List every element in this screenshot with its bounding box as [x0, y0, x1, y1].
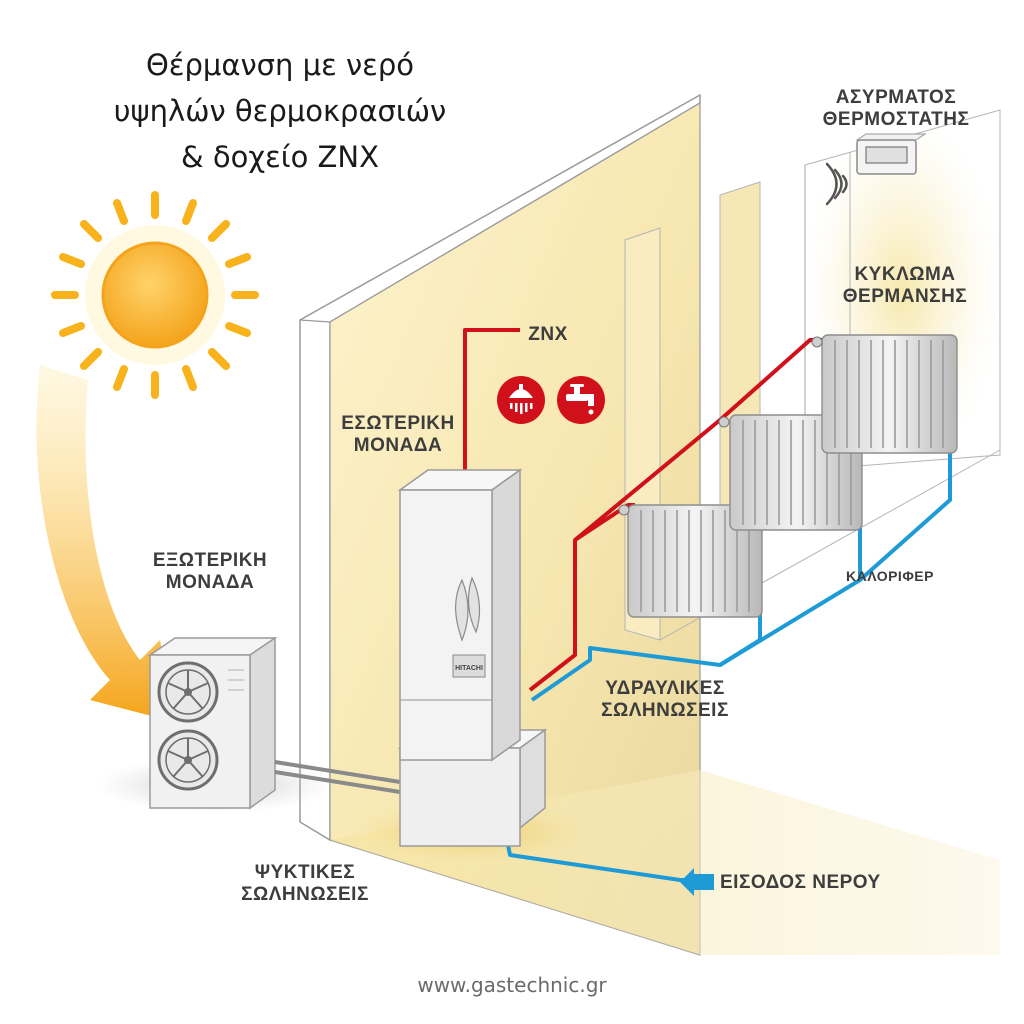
label-heating-circuit: ΚΥΚΛΩΜΑ ΘΕΡΜΑΝΣΗΣ — [842, 264, 968, 307]
wireless-signal-icon — [825, 162, 848, 206]
radiator-back — [811, 334, 958, 454]
shower-icon — [497, 376, 545, 424]
solar-energy-arrow — [36, 365, 175, 722]
website-url: www.gastechnic.gr — [417, 973, 607, 997]
label-refrigerant-pipes: ΨΥΚΤΙΚΕΣ ΣΩΛΗΝΩΣΕΙΣ — [241, 862, 369, 905]
refrigerant-pipes — [274, 760, 401, 794]
label-water-inlet: ΕΙΣΟΔΟΣ ΝΕΡΟΥ — [720, 872, 881, 893]
fan-bottom — [157, 729, 219, 791]
title-line-1: Θέρμανση με νερό — [145, 48, 415, 82]
brand-logo: HITACHI — [455, 665, 483, 672]
water-inlet-arrow-icon — [680, 868, 714, 896]
tap-icon — [557, 376, 605, 424]
sun-icon — [51, 191, 259, 399]
title-line-2: υψηλών θερμοκρασιών — [113, 94, 447, 128]
label-wireless-thermostat: ΑΣΥΡΜΑΤΟΣ ΘΕΡΜΟΣΤΑΤΗΣ — [822, 87, 970, 130]
title-line-3: & δοχείο ΖΝΧ — [181, 140, 379, 174]
thermostat-icon — [855, 133, 927, 175]
label-hydraulic-pipes: ΥΔΡΑΥΛΙΚΕΣ ΣΩΛΗΝΩΣΕΙΣ — [601, 678, 729, 721]
fan-top — [157, 661, 219, 723]
label-dhw: ΖΝΧ — [528, 324, 568, 345]
indoor-unit: HITACHI — [397, 468, 548, 847]
label-indoor-unit: ΕΣΩΤΕΡΙΚΗ ΜΟΝΑΔΑ — [341, 413, 455, 456]
hitachi-swirl-logo — [455, 576, 481, 642]
diagram-title: Θέρμανση με νερό υψηλών θερμοκρασιών & δ… — [60, 42, 500, 180]
radiator-front — [618, 504, 763, 618]
label-radiators: ΚΑΛΟΡΙΦΕΡ — [846, 568, 934, 584]
outdoor-unit — [95, 636, 335, 813]
label-outdoor-unit: ΕΞΩΤΕΡΙΚΗ ΜΟΝΑΔΑ — [152, 550, 268, 593]
